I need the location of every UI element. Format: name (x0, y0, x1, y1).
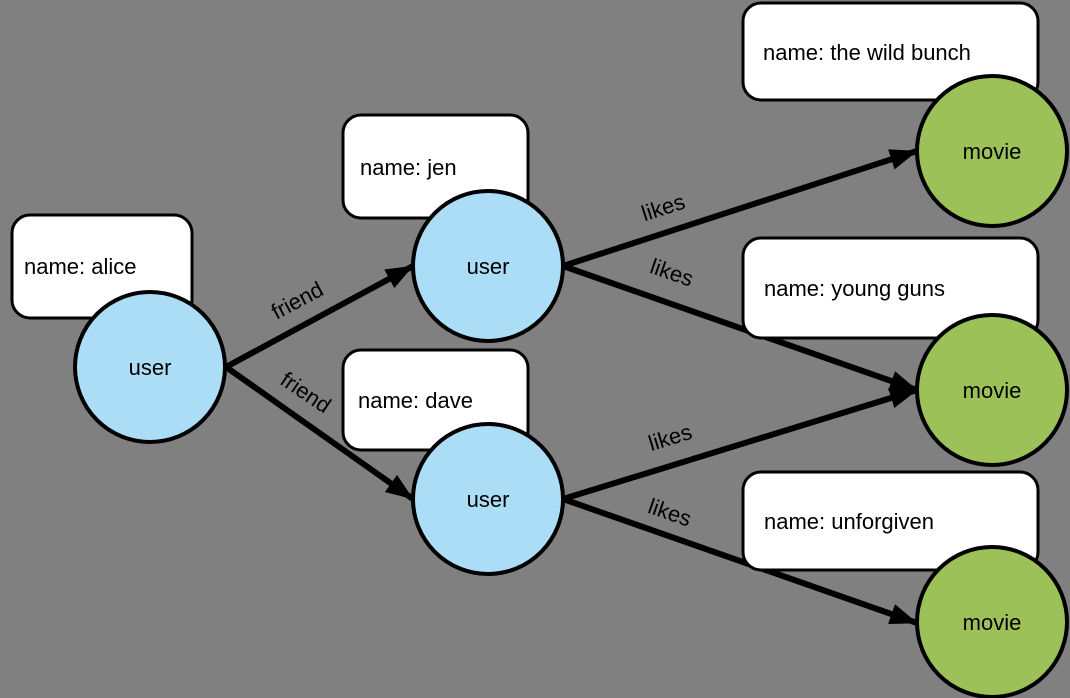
property-text-jen: name: jen (360, 155, 457, 180)
user-node-dave (411, 422, 565, 576)
node-label-unforgiven: movie (963, 610, 1022, 635)
property-text-unforgiven: name: unforgiven (764, 509, 934, 534)
edge-jen-young-guns (562, 263, 918, 393)
property-text-dave: name: dave (358, 388, 473, 413)
user-node-jen (411, 189, 565, 343)
edge-alice-jen (224, 263, 415, 370)
edge-jen-wild-bunch (562, 148, 918, 269)
property-box-unforgiven (741, 470, 1040, 572)
property-text-wild-bunch: name: the wild bunch (763, 40, 971, 65)
property-text-alice: name: alice (24, 254, 137, 279)
node-label-jen: user (467, 254, 510, 279)
user-node-alice (73, 290, 227, 444)
property-text-young-guns: name: young guns (764, 276, 945, 301)
node-label-dave: user (467, 487, 510, 512)
property-box-wild-bunch (741, 1, 1040, 102)
node-label-wild-bunch: movie (963, 139, 1022, 164)
node-label-alice: user (129, 355, 172, 380)
movie-node-young-guns (915, 313, 1069, 467)
edge-alice-dave (224, 364, 415, 502)
movie-node-unforgiven (915, 545, 1069, 698)
movie-node-wild-bunch (915, 74, 1069, 228)
edge-dave-unforgiven (562, 496, 918, 626)
property-box-young-guns (741, 236, 1040, 340)
edge-dave-young-guns (562, 387, 918, 502)
node-label-young-guns: movie (963, 378, 1022, 403)
